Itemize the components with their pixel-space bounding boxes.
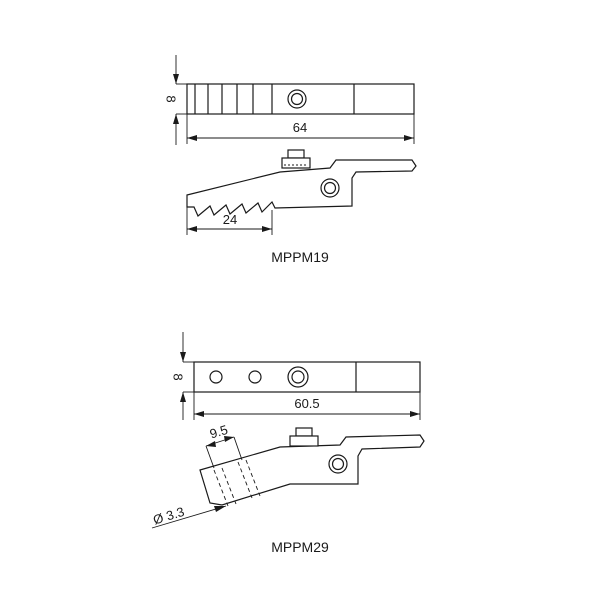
- mppm29-pitch-label: 9.5: [208, 422, 230, 442]
- mppm19-drawing: 8 64 24: [164, 55, 417, 265]
- mppm29-side-view: [199, 427, 425, 507]
- mppm19-tooth-span-label: 24: [223, 212, 237, 227]
- mppm29-height-label: 8: [171, 373, 186, 380]
- mppm19-height-label: 8: [164, 95, 179, 102]
- mppm29-hole-diameter-label: Ø 3.3: [151, 504, 186, 528]
- mppm19-caption: MPPM19: [271, 249, 329, 265]
- mppm29-hole-diameter-dimension: Ø 3.3: [151, 504, 227, 529]
- mppm19-top-view: [186, 83, 415, 115]
- mppm29-length-dimension: 60.5: [193, 392, 421, 420]
- mppm29-length-label: 60.5: [294, 396, 319, 411]
- mppm29-caption: MPPM29: [271, 539, 329, 555]
- mppm29-drawing: 8 60.5: [151, 332, 425, 555]
- mppm19-length-dimension: 64: [186, 114, 415, 144]
- mppm29-pitch-dimension: 9.5: [205, 422, 243, 469]
- mppm19-height-dimension: 8: [164, 55, 187, 145]
- mppm19-tooth-span-dimension: 24: [186, 207, 273, 235]
- mppm19-side-view: [186, 149, 417, 217]
- mppm29-top-view: [193, 361, 421, 393]
- mppm19-length-label: 64: [293, 120, 307, 135]
- mppm29-height-dimension: 8: [171, 332, 194, 420]
